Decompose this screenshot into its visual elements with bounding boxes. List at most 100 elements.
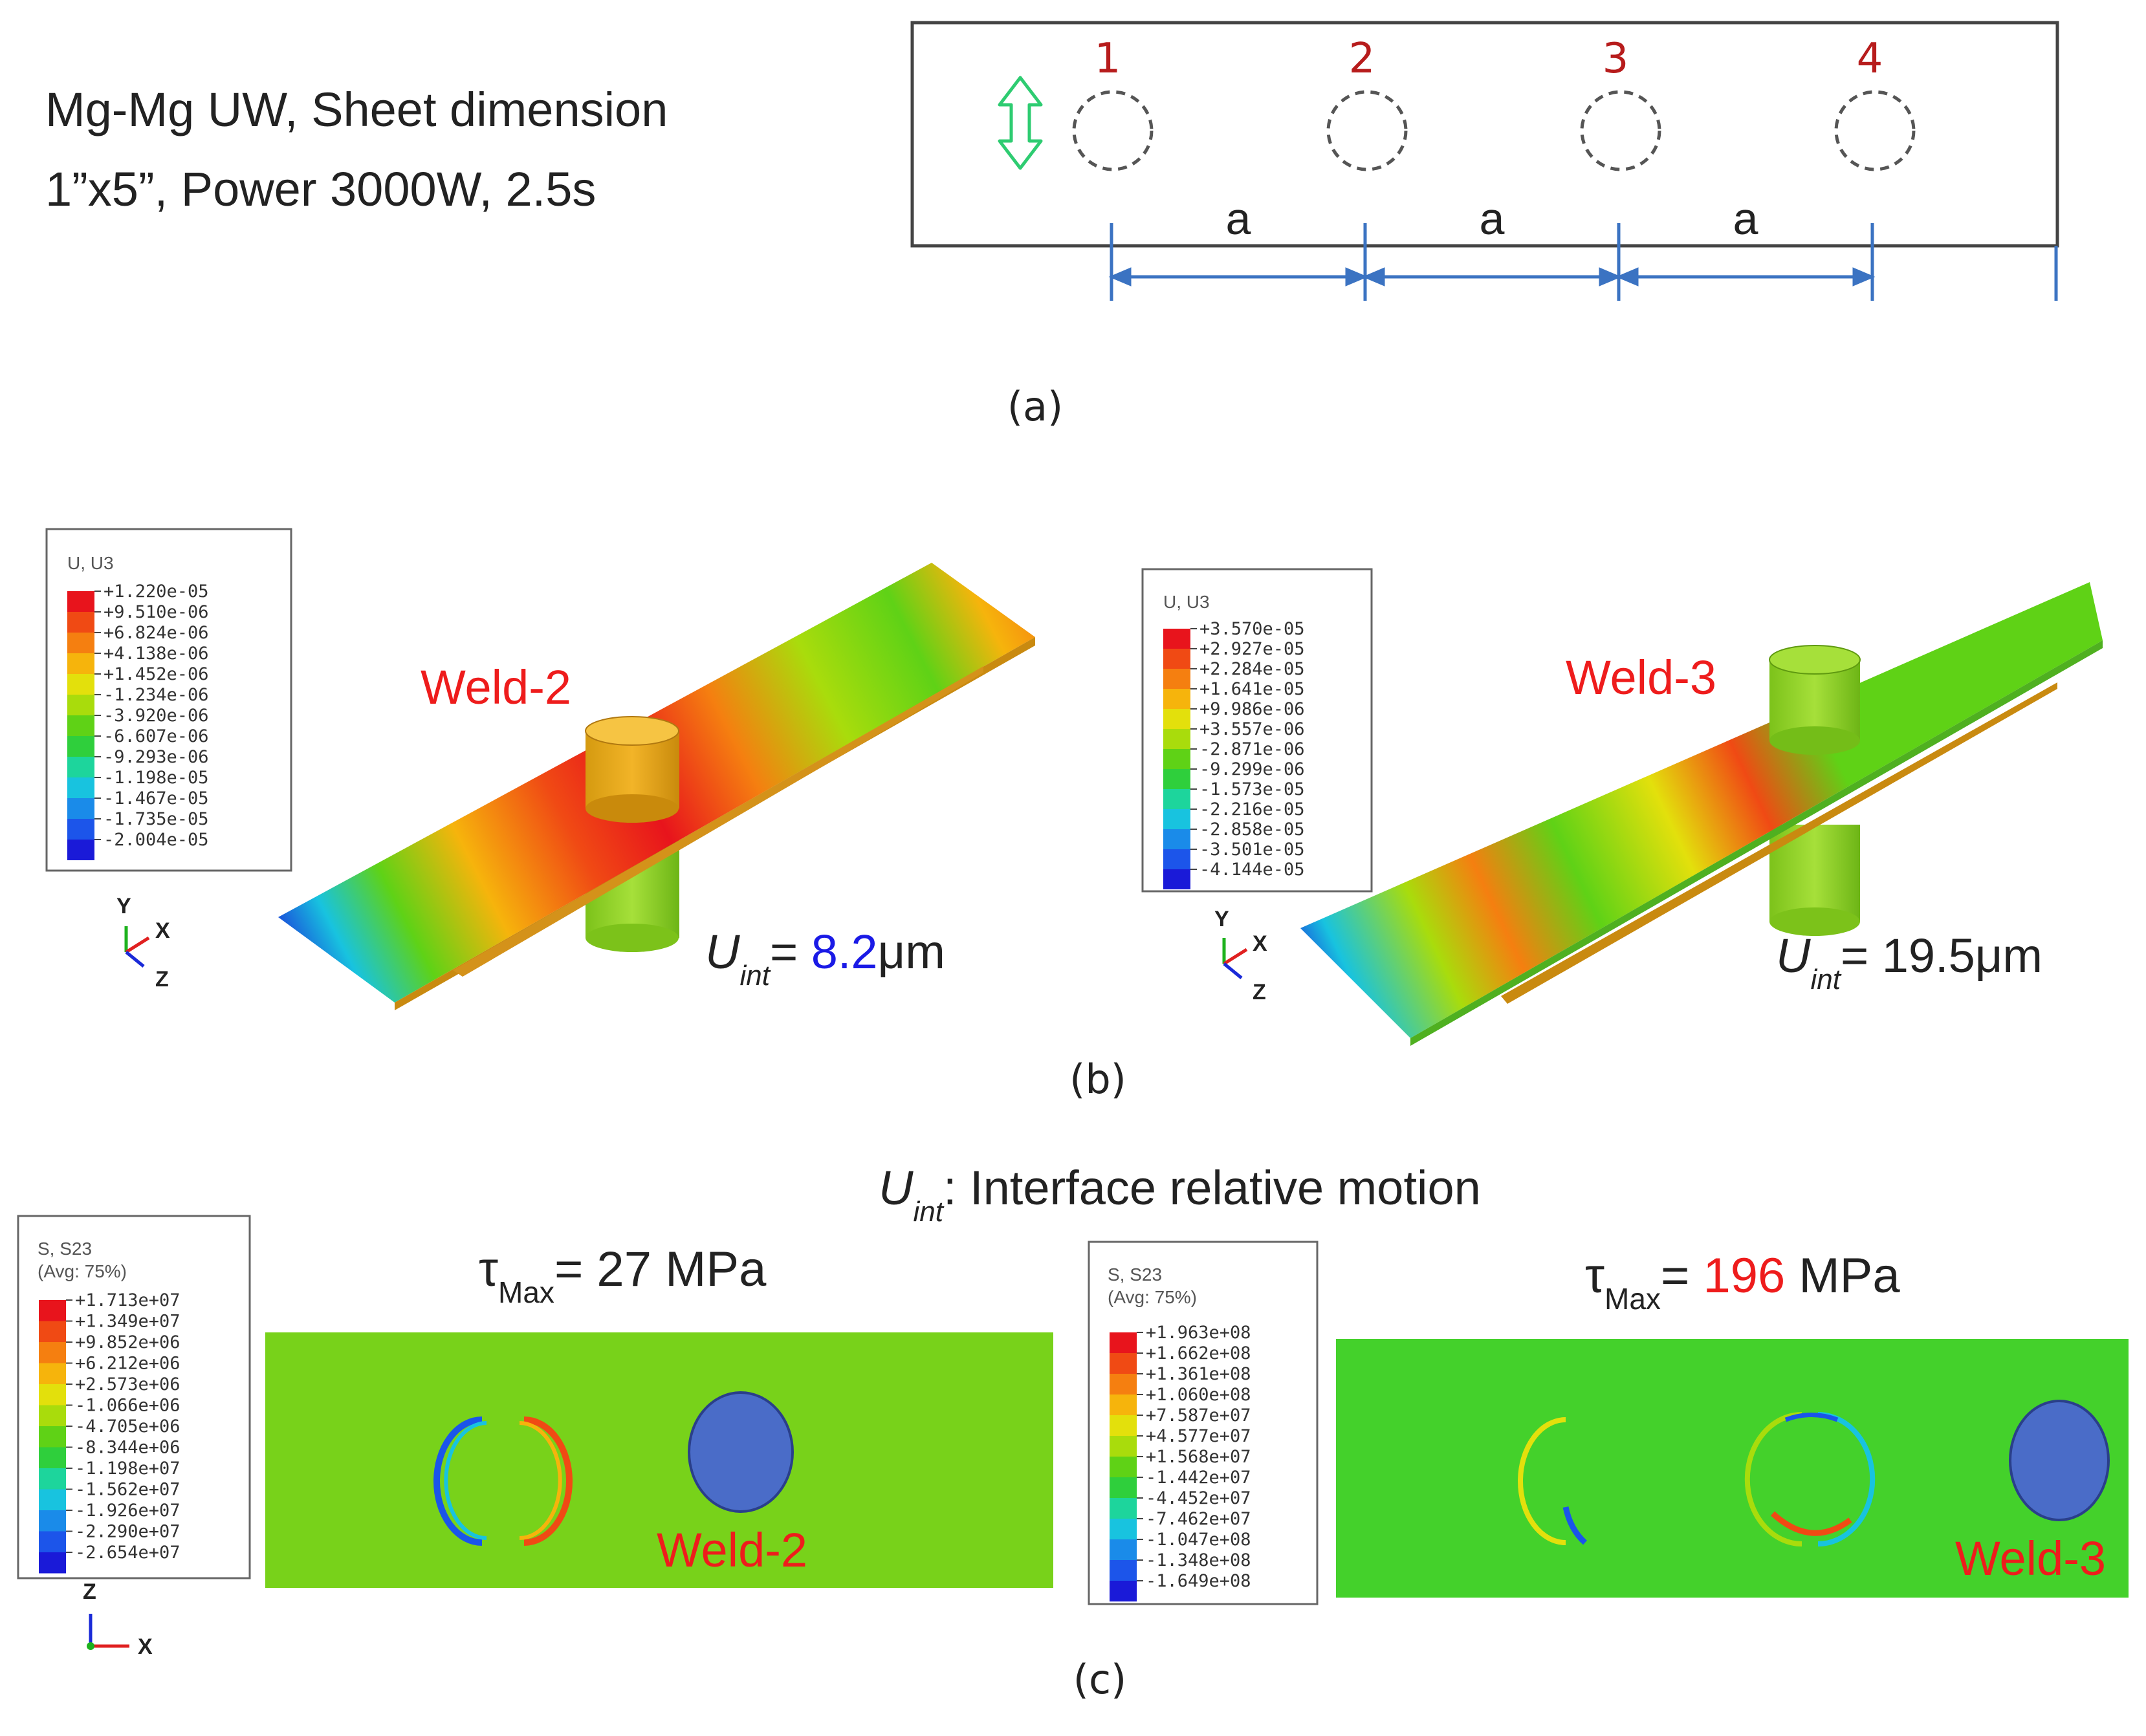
legend-s23-right: S, S23 (Avg: 75%) +1.963e+08+1.662e+08+1… (1088, 1241, 1319, 1605)
legend-swatch (67, 674, 94, 695)
legend-swatch (1163, 749, 1190, 769)
legend-swatch (1110, 1353, 1137, 1374)
legend-value: -1.562e+07 (75, 1480, 181, 1500)
axis-y-label: Y (1214, 907, 1229, 931)
panel-a: Mg-Mg UW, Sheet dimension 1”x5”, Power 3… (45, 21, 2059, 430)
dimension-lines (1108, 223, 2058, 301)
axis-z-label: Z (83, 1579, 96, 1604)
axis-triad-left: Y X Z (116, 894, 170, 992)
legend-value: -2.290e+07 (75, 1522, 181, 1542)
legend-swatch (1163, 709, 1190, 729)
legend-value: -1.348e+08 (1146, 1550, 1251, 1570)
s23-contour-plate-weld-3 (1336, 1339, 2129, 1598)
legend-swatch (67, 736, 94, 757)
legend-swatch (67, 612, 94, 633)
legend-value: -2.216e-05 (1199, 799, 1305, 819)
u3-contour-model-weld-2 (278, 563, 1035, 1010)
legend-swatch (1110, 1436, 1137, 1457)
legend-value: +9.852e+06 (75, 1332, 181, 1352)
legend-swatch (1163, 629, 1190, 649)
caption-b: (b) (1069, 1056, 1126, 1103)
legend-avg: (Avg: 75%) (1108, 1287, 1197, 1307)
tau-max-right: τMax= 196 MPa (1585, 1248, 1900, 1316)
tau-max-left: τMax= 27 MPa (479, 1242, 767, 1309)
legend-swatch (1163, 729, 1190, 749)
legend-swatch (1163, 649, 1190, 669)
legend-value: +6.212e+06 (75, 1354, 181, 1374)
legend-value: +4.138e-06 (104, 644, 209, 664)
panel-b: U, U3 +1.220e-05+9.510e-06+6.824e-06+4.1… (45, 528, 2103, 1103)
axis-z-label: Z (1253, 980, 1266, 1004)
weld-label-c-right: Weld-3 (1955, 1532, 2106, 1585)
legend-value: -1.735e-05 (104, 809, 209, 829)
legend-swatch (39, 1531, 66, 1552)
legend-swatch (1110, 1498, 1137, 1519)
legend-swatch (1110, 1374, 1137, 1394)
legend-value: +1.568e+07 (1146, 1447, 1251, 1467)
legend-value: -7.462e+07 (1146, 1509, 1251, 1529)
weld-spot-1 (1072, 90, 1154, 171)
legend-value: +1.220e-05 (104, 581, 209, 602)
legend-swatch (67, 633, 94, 653)
legend-s23-left: S, S23 (Avg: 75%) +1.713e+07+1.349e+07+9… (17, 1215, 251, 1579)
legend-value: -1.442e+07 (1146, 1468, 1251, 1488)
legend-swatch (1163, 789, 1190, 809)
spacing-label-2: a (1480, 193, 1505, 244)
legend-swatch (39, 1405, 66, 1426)
caption-a: (a) (1007, 383, 1063, 430)
legend-value: +1.963e+08 (1146, 1323, 1251, 1343)
legend-swatch (39, 1510, 66, 1532)
legend-value: -2.654e+07 (75, 1543, 181, 1563)
weld-number-2: 2 (1349, 35, 1375, 83)
legend-swatch (1110, 1332, 1137, 1353)
panel-a-description-line2: 1”x5”, Power 3000W, 2.5s (45, 162, 596, 216)
legend-value: -2.858e-05 (1199, 819, 1305, 840)
legend-swatch (1163, 809, 1190, 829)
legend-value: -1.066e+06 (75, 1396, 181, 1416)
uint-value-right: Uint= 19.5μm (1776, 929, 2042, 995)
legend-value: -1.198e+07 (75, 1459, 181, 1479)
uint-value-left: Uint= 8.2μm (705, 925, 945, 992)
legend-swatch (1163, 689, 1190, 709)
weld-label-c-left: Weld-2 (657, 1523, 807, 1577)
legend-value: +1.361e+08 (1146, 1364, 1251, 1384)
legend-swatch (1163, 769, 1190, 789)
legend-swatch (67, 757, 94, 777)
legend-value: +6.824e-06 (104, 623, 209, 643)
panel-a-description-line1: Mg-Mg UW, Sheet dimension (45, 83, 668, 136)
legend-value: +1.641e-05 (1199, 679, 1305, 699)
legend-swatch (1110, 1477, 1137, 1498)
weld-spot-3 (1580, 90, 1661, 171)
legend-swatch (39, 1468, 66, 1490)
legend-swatch (1110, 1457, 1137, 1477)
legend-value: +3.557e-06 (1199, 719, 1305, 739)
legend-avg: (Avg: 75%) (38, 1261, 127, 1281)
legend-swatch (67, 840, 94, 860)
weld-label-b-right: Weld-3 (1566, 651, 1716, 704)
legend-swatch (1110, 1539, 1137, 1560)
legend-swatch (1110, 1394, 1137, 1415)
legend-value: +1.452e-06 (104, 664, 209, 684)
legend-value: +4.577e+07 (1146, 1426, 1251, 1446)
legend-value: +1.060e+08 (1146, 1385, 1251, 1405)
legend-swatch (67, 715, 94, 736)
legend-value: -1.234e-06 (104, 685, 209, 705)
legend-swatch (1163, 869, 1190, 889)
legend-swatch (67, 653, 94, 674)
legend-swatch (67, 591, 94, 612)
legend-swatch (67, 695, 94, 715)
legend-value: -4.452e+07 (1146, 1488, 1251, 1508)
legend-title: S, S23 (38, 1239, 92, 1259)
uint-definition: Uint: Interface relative motion (879, 1161, 1481, 1228)
legend-value: -1.926e+07 (75, 1501, 181, 1521)
weld-spot-2 (1326, 90, 1408, 171)
legend-value: +2.284e-05 (1199, 659, 1305, 679)
legend-swatch (67, 777, 94, 798)
legend-u3-left: U, U3 +1.220e-05+9.510e-06+6.824e-06+4.1… (45, 528, 292, 872)
weld-number-4: 4 (1857, 35, 1883, 83)
legend-swatch (1110, 1415, 1137, 1436)
legend-value: -2.871e-06 (1199, 739, 1305, 759)
legend-value: -1.649e+08 (1146, 1571, 1251, 1591)
legend-swatch (39, 1447, 66, 1468)
weld-disc (688, 1391, 794, 1513)
